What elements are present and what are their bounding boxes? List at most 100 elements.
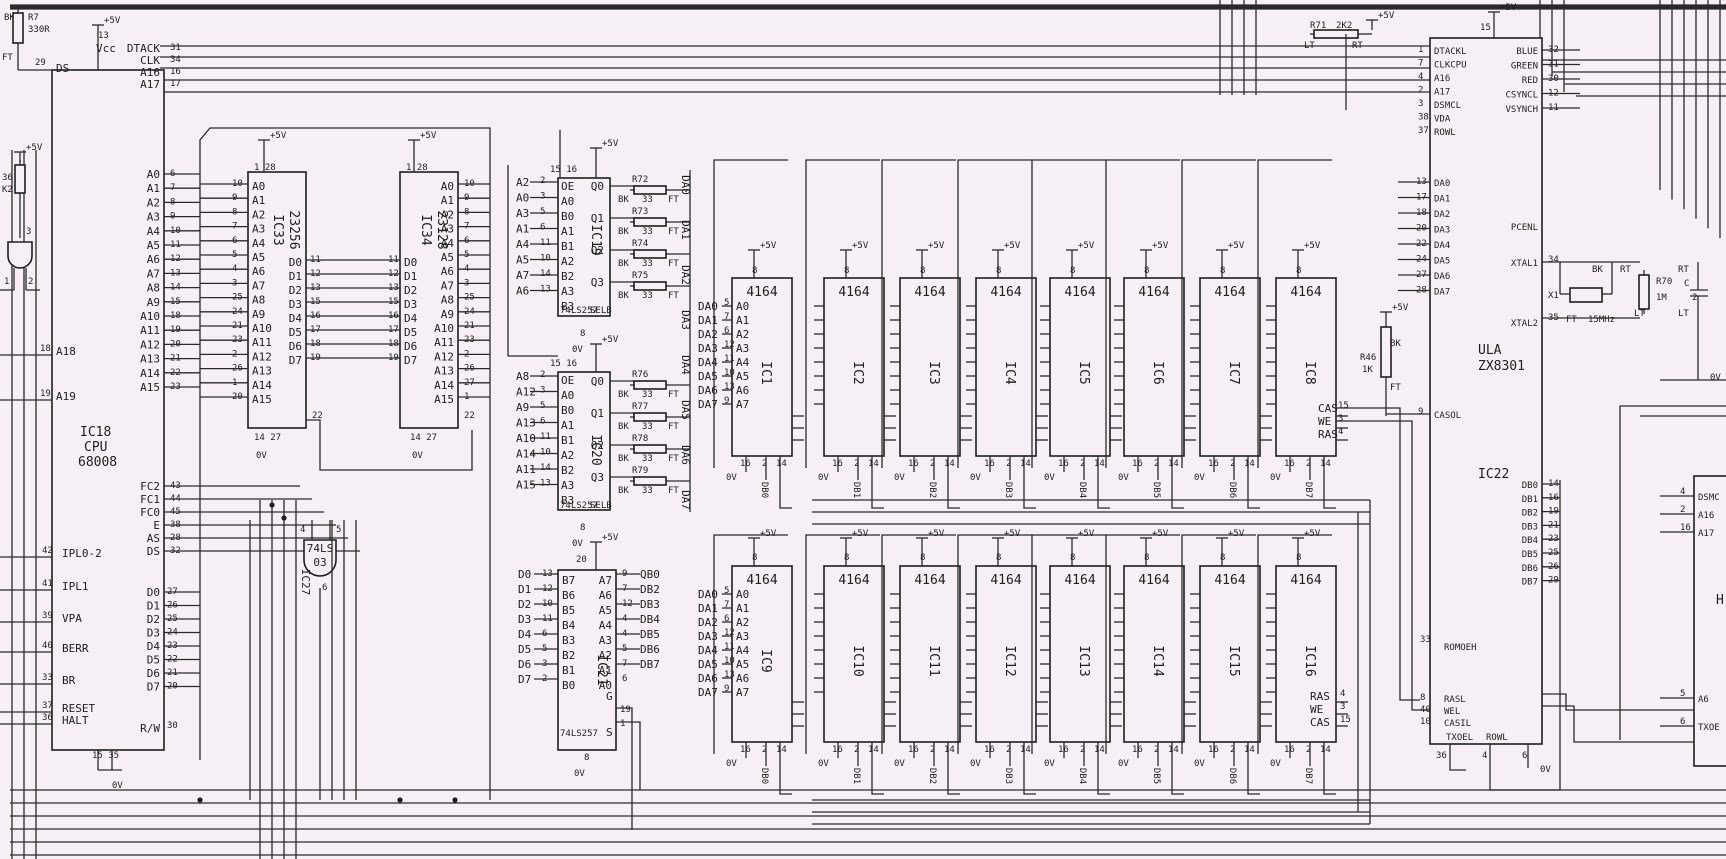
dram-chip [1123, 565, 1185, 743]
mux20-in-pin: 14 [540, 463, 551, 473]
dram-addr-label: A5 [736, 658, 749, 671]
dram-addr-label: A0 [736, 588, 749, 601]
dram-db: DB1 [851, 768, 861, 784]
plus5-label: +5V [928, 529, 945, 539]
r71-ref: R71 [1310, 21, 1326, 31]
mux19-in-pin: 3 [540, 192, 545, 202]
edge-wire [1542, 693, 1694, 711]
nand-pin: 4 [300, 525, 305, 535]
dram-chip [1275, 277, 1337, 457]
rom1-data: D3 [289, 298, 302, 311]
mux19-gnd-pin: 8 [580, 329, 585, 339]
plus5-label: +5V [1152, 529, 1169, 539]
mux20-in-label: A13 [516, 417, 536, 430]
cpu-top-pin: 16 [170, 67, 181, 77]
xtal-value: 15MHz [1588, 315, 1615, 325]
cpu-part: 68008 [78, 455, 117, 470]
edge-ic-signal: TXOE [1698, 723, 1720, 733]
dram-addr-label: A4 [736, 644, 750, 657]
rom1-data: D6 [289, 340, 302, 353]
mux21-left-label: D6 [518, 658, 531, 671]
cpu-ctrl: FC1 [140, 493, 160, 506]
dram-chip [823, 277, 885, 457]
dram-chip [731, 565, 793, 743]
cpu-left-signal: RESET [62, 702, 95, 715]
series-res-value: 33 [642, 195, 653, 205]
series-res-ft: FT [668, 291, 679, 301]
dram-ctrl-wire [1336, 420, 1430, 711]
rom2-part: 23128 [434, 210, 449, 249]
dram-pin2: 2 [1306, 745, 1311, 755]
dram-pin14: 14 [1094, 745, 1105, 755]
dram-ref: IC10 [850, 645, 865, 676]
mux20-pin-label: OE [561, 374, 574, 387]
mux20-pin-label: B0 [561, 404, 574, 417]
dram-vcc-pin: 8 [1070, 266, 1075, 276]
mux21-inner-left: B0 [562, 679, 575, 692]
cpu-top-signal: CLK [140, 54, 160, 67]
cpu-top-pin: 31 [170, 43, 181, 53]
ula-left-pin: 3 [1418, 99, 1423, 109]
dram-part: 4164 [746, 573, 777, 588]
ula-ic22: +5V15DTACKL1CLKCPU7A164A172DSMCL3VDA38RO… [1386, 3, 1726, 791]
mux20-out: Q2 [591, 439, 604, 452]
ula-vcc-pin: 15 [1480, 23, 1491, 33]
dram-gnd: 0V [1270, 473, 1281, 483]
cpu-left-pin: 41 [42, 579, 53, 589]
nand-pin: 5 [336, 525, 341, 535]
ula-left-signal: VDA [1434, 115, 1451, 125]
dram-pin14: 14 [1168, 745, 1179, 755]
ula-pin4: 4 [1482, 751, 1487, 761]
rom2-addr: A3 [441, 223, 454, 236]
dram-db-wire [947, 480, 960, 509]
dram-part: 4164 [838, 285, 869, 300]
edge-wire [1542, 705, 1694, 743]
series-res-ref: R76 [632, 370, 648, 380]
rom1-oe-pin: 22 [312, 411, 323, 421]
dram-vcc-pin: 8 [920, 266, 925, 276]
ula-pin6: 6 [1522, 751, 1527, 761]
ula-da: DA1 [1434, 195, 1450, 205]
dram-db: DB7 [1303, 482, 1313, 498]
dram-db: DB6 [1227, 482, 1237, 498]
rom2-data-pin: 16 [388, 311, 399, 321]
mux19-pin-label: OE [561, 180, 574, 193]
dram-db-wire [1097, 766, 1110, 795]
cpu-addr: A14 [140, 367, 160, 380]
junction-dot [197, 797, 203, 803]
mux20-in-label: A9 [516, 401, 529, 414]
cpu-addr: A4 [147, 225, 161, 238]
r70-ref: R70 [1656, 277, 1672, 287]
dram-pin14: 14 [776, 745, 787, 755]
dram-chip [1199, 565, 1261, 743]
cpu-func: CPU [84, 440, 107, 455]
mux20-in-pin: 6 [540, 417, 545, 427]
nand-sub: 03 [313, 556, 326, 569]
dram-db: DB1 [851, 482, 861, 498]
dram-addr-pin: 12 [724, 628, 735, 638]
mux19-in-label: A7 [516, 269, 529, 282]
cpu-addr: A13 [140, 353, 160, 366]
mux21-gnd-pin: 8 [584, 753, 589, 763]
dram-db: DB4 [1077, 768, 1087, 784]
dram-db-wire [1247, 480, 1260, 509]
cpu-data: D1 [147, 600, 160, 613]
dram-da-label: DA7 [698, 686, 718, 699]
rom1-addr: A2 [252, 208, 265, 221]
mux19-in-label: A1 [516, 223, 529, 236]
ula-da: DA0 [1434, 179, 1450, 189]
rom1-addr: A6 [252, 265, 265, 278]
cpu-addr: A7 [147, 267, 160, 280]
mux19-pin-label: A2 [561, 255, 574, 268]
dram-gnd: 0V [1118, 759, 1129, 769]
wire [616, 707, 633, 830]
mux19-vcc-pins: 15 16 [550, 165, 577, 175]
dram-db: DB2 [927, 482, 937, 498]
mux20-pin-label: A1 [561, 419, 574, 432]
rom2-data-pin: 13 [388, 283, 399, 293]
cpu-top-pin: 17 [170, 79, 181, 89]
r7-bk: BK [4, 13, 15, 23]
mux20-in-label: A14 [516, 448, 536, 461]
dram-da-label: DA1 [698, 314, 718, 327]
dram-part: 4164 [1138, 285, 1169, 300]
